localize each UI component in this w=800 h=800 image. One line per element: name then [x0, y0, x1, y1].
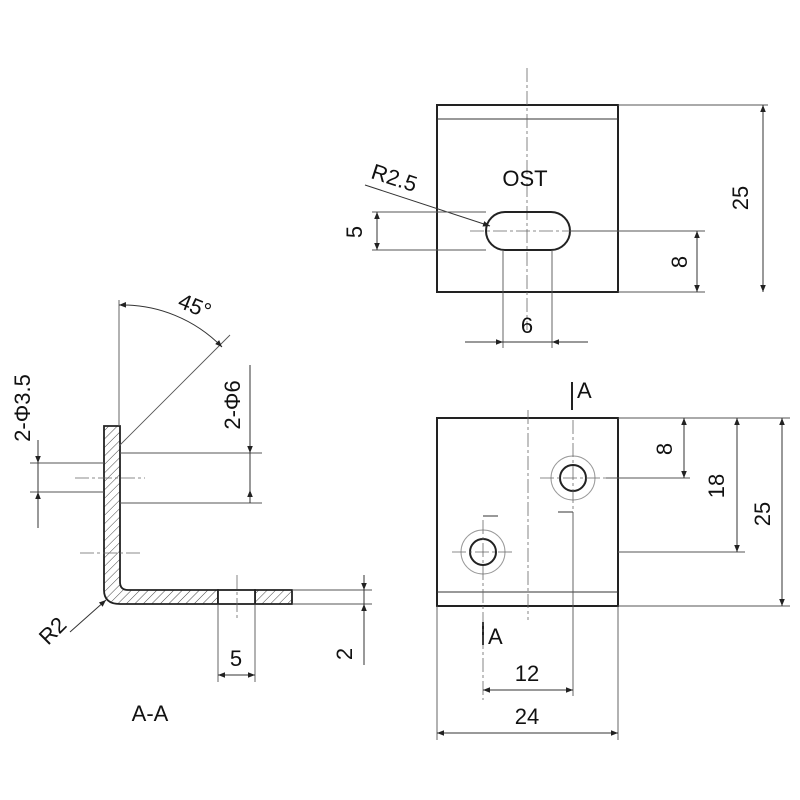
section-profile-tab — [254, 589, 293, 605]
hole-width-label: 5 — [230, 646, 242, 671]
radius-callout: R2.5 — [368, 159, 420, 197]
plan-18-label: 18 — [704, 474, 729, 498]
section-view: 45° 2-Φ3.5 2-Φ6 R2 5 2 A-A — [10, 288, 372, 726]
plan-8-label: 8 — [652, 443, 677, 455]
section-mark-bottom: A — [488, 624, 503, 649]
section-mark-top: A — [577, 378, 592, 403]
section-hole — [217, 589, 256, 605]
plan-view: A A 8 18 25 12 24 — [436, 378, 790, 740]
large-hole-label: 2-Φ6 — [220, 380, 245, 429]
plan-view-outline — [436, 417, 619, 607]
plan-12-label: 12 — [515, 661, 539, 686]
small-hole-label: 2-Φ3.5 — [10, 374, 35, 442]
front-height-label: 25 — [728, 186, 753, 210]
plan-25-label: 25 — [750, 502, 775, 526]
front-view-label: OST — [502, 166, 547, 191]
slot-width-label: 6 — [521, 313, 533, 338]
angle-ref-diagonal — [118, 334, 231, 447]
angle-arc — [118, 302, 223, 348]
slot-height-label: 5 — [342, 226, 367, 238]
front-view-outline — [436, 104, 619, 293]
thickness-label: 2 — [332, 648, 357, 660]
section-title: A-A — [132, 701, 169, 726]
offset-label: 8 — [667, 256, 692, 268]
bend-radius-label: R2 — [34, 612, 72, 650]
angle-label: 45° — [175, 288, 215, 324]
front-view: OST R2.5 5 6 8 25 — [342, 68, 768, 348]
bend-radius-leader — [69, 599, 107, 633]
radius-leader — [364, 184, 491, 227]
plan-24-label: 24 — [515, 704, 539, 729]
